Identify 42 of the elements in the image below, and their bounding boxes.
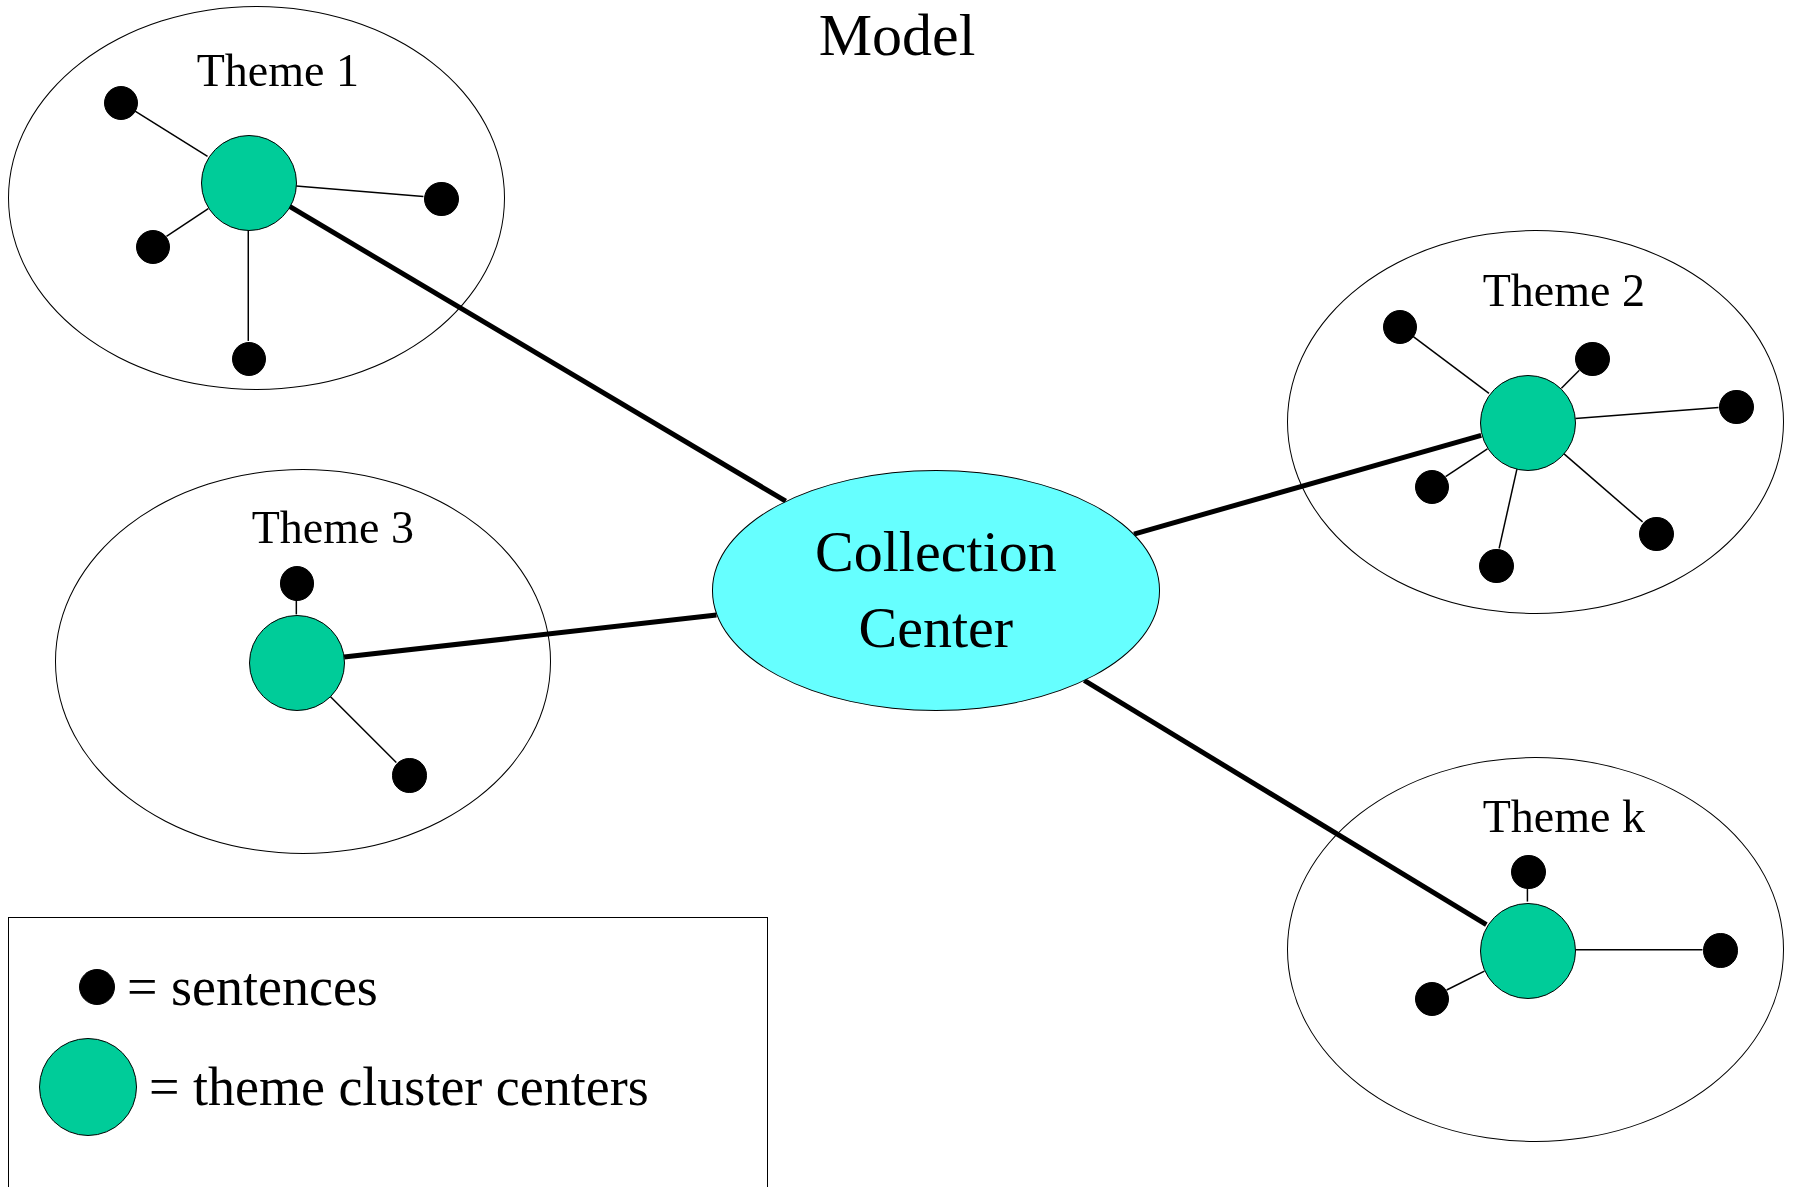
link-line: [247, 229, 250, 342]
cluster-ellipse: [54, 469, 552, 854]
sentence-dot: [392, 758, 427, 793]
sentence-dot: [232, 341, 267, 377]
sentence-dot: [1415, 981, 1450, 1016]
sentence-dot: [1383, 309, 1418, 345]
link-line: [295, 185, 425, 198]
link-line: [1574, 948, 1704, 951]
title: Model: [818, 2, 976, 68]
theme-label: Theme k: [1482, 789, 1645, 843]
theme-label: Theme 2: [1482, 263, 1645, 317]
sentence-dot: [280, 566, 315, 601]
sentence-dot: [136, 229, 171, 265]
connector-line: [1082, 678, 1488, 927]
connector-line: [1133, 432, 1482, 537]
sentence-dot: [1639, 517, 1674, 552]
link-line: [1574, 406, 1720, 420]
sentence-dot: [1511, 854, 1546, 889]
cluster-ellipse: [1287, 757, 1784, 1142]
sentence-dot: [1415, 470, 1450, 505]
sentence-dot: [1719, 390, 1754, 425]
legend-text: = theme cluster centers: [149, 1056, 649, 1118]
link-line: [1498, 468, 1518, 550]
theme-label: Theme 1: [196, 43, 359, 97]
legend-text: = sentences: [127, 956, 378, 1018]
link-line: [329, 695, 398, 764]
link-line: [1445, 970, 1486, 991]
theme-label: Theme 3: [251, 500, 414, 554]
sentence-dot: [1703, 933, 1738, 968]
link-line: [1560, 369, 1581, 389]
link-line: [1412, 335, 1490, 395]
link-line: [133, 110, 209, 158]
sentence-dot: [1479, 549, 1514, 584]
link-line: [1563, 452, 1644, 523]
connector-line: [343, 612, 717, 660]
sentence-dot: [1575, 341, 1610, 377]
link-line: [165, 207, 210, 238]
hub-label: Collection Center: [814, 518, 1058, 663]
sentence-dot: [424, 181, 459, 217]
connector-line: [288, 204, 787, 504]
link-line: [1444, 448, 1489, 478]
sentence-dot: [103, 85, 139, 120]
